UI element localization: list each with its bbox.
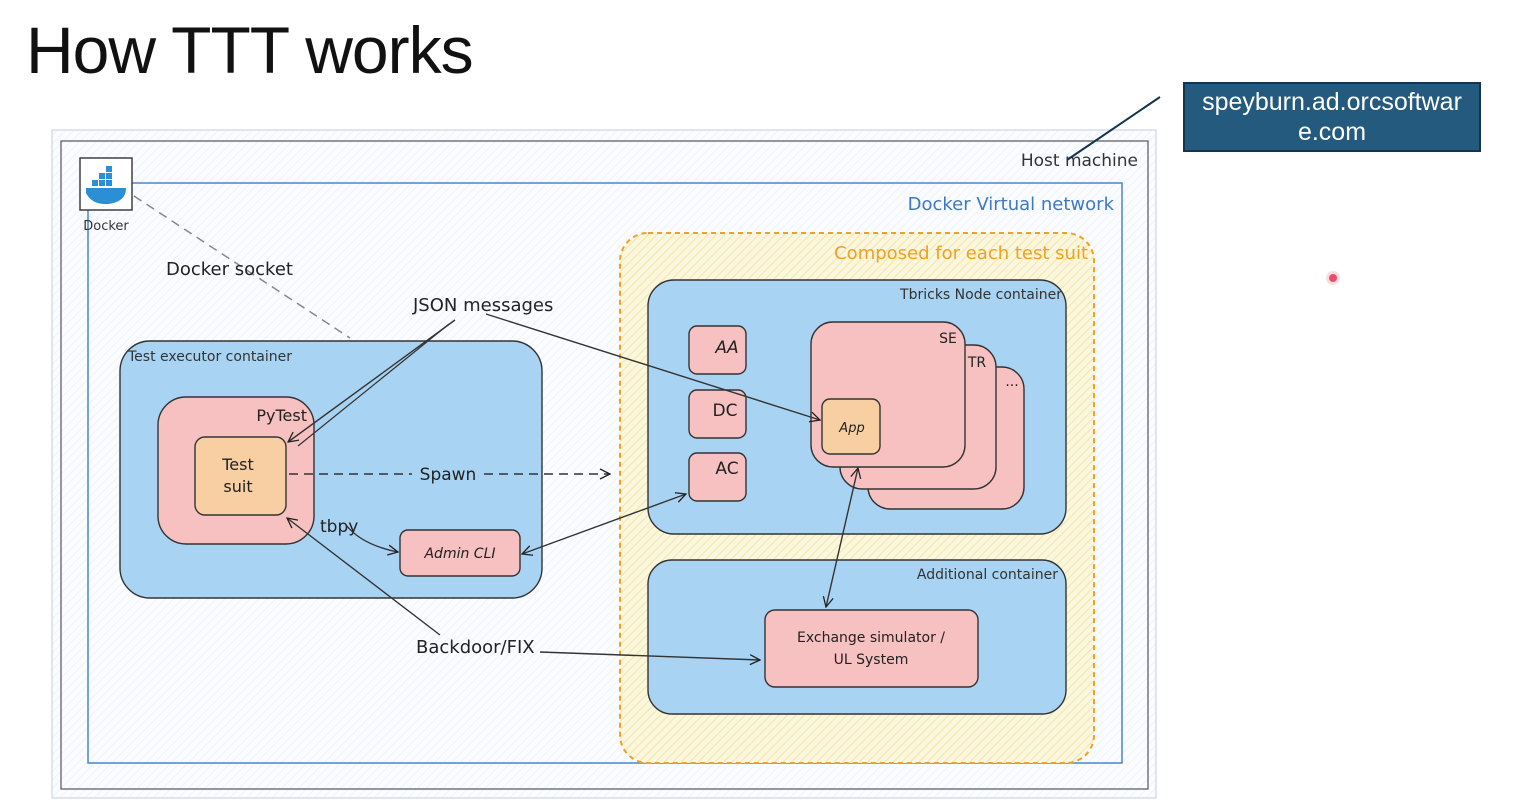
json-arrow-to-app [485,313,820,420]
test-executor-label: Test executor container [127,349,292,365]
tbpy-arrow [345,524,398,552]
docker-network-label: Docker Virtual network [908,194,1115,215]
tbpy-label: tbpy [320,517,358,537]
admin-cli-box [399,529,521,577]
ac-box [688,452,747,502]
test-suit-line-1: Test [221,455,254,474]
tbricks-node-label: Tbricks Node container [899,287,1062,303]
ac-label: AC [715,459,738,479]
tr-label: TR [967,355,987,371]
docker-socket-label: Docker socket [166,259,293,280]
dc-box [688,389,747,439]
host-machine-label: Host machine [1021,151,1138,171]
additional-label: Additional container [917,567,1058,583]
backdoor-arrow-to-exchange [539,651,760,660]
pointer-dot [1329,274,1337,282]
exchange-line-2: UL System [834,652,909,668]
docker-label: Docker [83,219,129,234]
json-arrow-to-pytest [288,319,456,442]
dc-label: DC [713,401,738,421]
callout-text: speyburn.ad.orcsoftware.com [1202,88,1462,146]
host-inner-border [60,140,1149,790]
app-box [821,398,881,455]
aa-label: AA [714,338,738,358]
spawn-label-bg [412,461,484,485]
se-label: SE [939,331,957,347]
test-suit-box [194,436,287,516]
admin-cli-label: Admin CLI [423,546,495,562]
callout-pointer-line [1066,96,1161,161]
backdoor-arrow-to-suit [287,518,441,636]
pytest-label: PyTest [256,406,307,425]
slide-title: How TTT works [26,13,474,87]
docker-network-box [87,182,1123,764]
exchange-line-1: Exchange simulator / [797,630,945,646]
host-callout: speyburn.ad.orcsoftware.com [1183,82,1481,152]
admin-cli-ac-arrow [522,494,686,554]
app-exchange-arrow [826,468,858,607]
backdoor-label: Backdoor/FIX [416,637,535,658]
aa-box [688,325,747,375]
docker-socket-line [133,195,351,339]
json-arrow-to-pytest-2 [297,323,450,447]
app-label: App [838,421,864,436]
test-suit-line-2: suit [223,477,252,496]
compose-label: Composed for each test suit [834,243,1088,264]
spawn-label: Spawn [420,465,477,485]
json-messages-label: JSON messages [412,295,553,316]
more-label: ... [1005,374,1018,390]
exchange-simulator-box [764,609,979,688]
docker-icon [79,157,133,211]
